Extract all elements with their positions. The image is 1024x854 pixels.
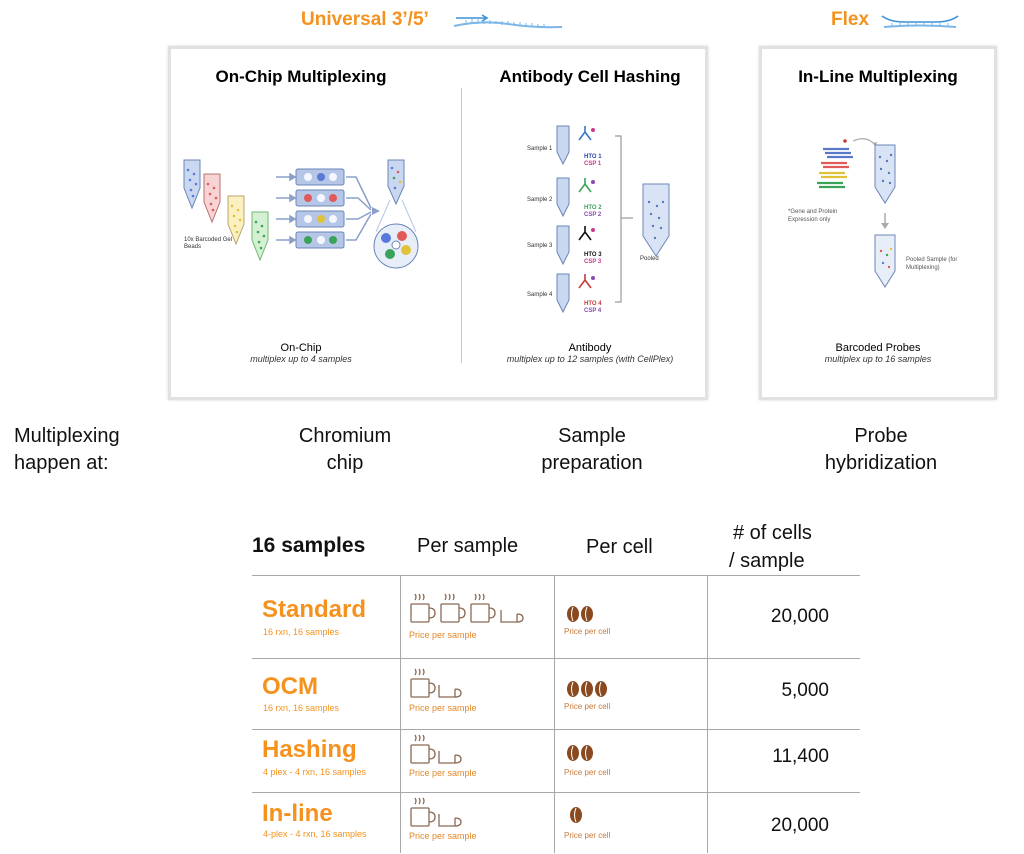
cells-value: 5,000 [781,680,829,701]
hto-label-2: HTO 2 CSP 2 [584,205,602,219]
flex-panel [759,46,997,400]
inline-caption-sub: multiplex up to 16 samples [824,354,932,364]
table-header-per-sample: Per sample [417,535,519,557]
cells-value: 20,000 [770,815,829,836]
row-sub: 16 rxn, 16 samples [263,627,340,637]
hto-text: HTO 2 [584,205,602,211]
stage-line1: Probe [854,425,908,447]
table-col-rule [554,575,555,853]
coffee-beans-icon [568,806,588,824]
row-title-ocm: OCM [262,673,318,700]
price-per-cell-label: Price per cell [564,831,611,840]
probe-pair-icon [880,10,960,32]
hashing-caption: Antibody multiplex up to 12 samples (wit… [470,342,710,364]
hashing-caption-sub: multiplex up to 12 samples (with CellPle… [506,354,674,364]
flex-header: Flex [831,9,870,30]
cells-value: 11,400 [772,746,829,767]
table-rule [252,575,860,576]
csp-text: CSP 2 [584,212,602,218]
csp-text: CSP 3 [584,259,602,265]
hto-text: HTO 1 [584,154,602,160]
coffee-beans-icon [565,744,605,762]
hto-text: HTO 4 [584,301,602,307]
stage-line2: preparation [541,452,643,474]
price-per-sample-label: Price per sample [409,630,477,640]
sample-label: Sample 2 [527,197,553,203]
coffee-beans-icon [565,680,615,698]
on-chip-caption-sub: multiplex up to 4 samples [250,354,352,364]
multiplexing-label-line2: happen at: [14,452,109,474]
table-col-rule [400,575,401,853]
cups-icon [409,794,469,834]
rna-strand-icon [452,10,564,32]
cups-icon [409,590,529,630]
hto-label-4: HTO 4 CSP 4 [584,301,602,315]
row-sub: 4-plex - 4 rxn, 16 samples [263,829,367,839]
stage-line2: chip [326,452,364,474]
panel-divider [461,88,462,363]
table-col-rule [707,575,708,853]
hto-label-3: HTO 3 CSP 3 [584,252,602,266]
hto-label-1: HTO 1 CSP 1 [584,154,602,168]
multiplexing-label-line1: Multiplexing [14,425,120,447]
inline-caption-text: Barcoded Probes [835,342,921,354]
cups-icon [409,731,469,771]
hto-text: HTO 3 [584,252,602,258]
on-chip-caption: On-Chip multiplex up to 4 samples [176,342,426,364]
price-per-sample-label: Price per sample [409,768,477,778]
price-per-sample-label: Price per sample [409,703,477,713]
cells-value: 20,000 [770,606,829,627]
cells-header-line2: / sample [729,550,805,572]
price-per-sample-label: Price per sample [409,831,477,841]
row-title-inline: In-line [262,800,333,827]
table-rule [252,729,860,730]
stage-sample-prep: Sample preparation [507,423,677,477]
row-title-standard: Standard [262,596,367,623]
csp-text: CSP 1 [584,161,602,167]
inline-note: *Gene and Protein Expression only [788,209,838,223]
sample-label: Sample 4 [527,292,553,298]
pooled-label: Pooled [640,256,659,262]
on-chip-title: On-Chip Multiplexing [215,67,387,86]
hashing-diagram [553,122,693,327]
cell-hashing-title: Antibody Cell Hashing [499,67,681,86]
inline-caption: Barcoded Probes multiplex up to 16 sampl… [762,342,994,364]
stage-line1: Chromium [298,425,392,447]
beads-label: 10x Barcoded Gel Beads [184,237,233,250]
cups-icon [409,665,469,705]
price-per-cell-label: Price per cell [564,768,611,777]
hashing-caption-text: Antibody [568,342,612,354]
inline-title: In-Line Multiplexing [798,67,958,86]
csp-text: CSP 4 [584,308,602,314]
table-rule [252,658,860,659]
on-chip-caption-text: On-Chip [280,342,322,354]
sample-label: Sample 1 [527,146,553,152]
stage-probe-hybridization: Probe hybridization [796,423,966,477]
coffee-beans-icon [565,605,605,623]
stage-chromium-chip: Chromium chip [260,423,430,477]
row-sub: 16 rxn, 16 samples [263,703,340,713]
cells-header-line1: # of cells [733,522,812,544]
stage-line2: hybridization [824,452,938,474]
price-per-cell-label: Price per cell [564,627,611,636]
row-sub: 4 plex - 4 rxn, 16 samples [263,767,367,777]
price-per-cell-label: Price per cell [564,702,611,711]
table-header-per-cell: Per cell [586,536,653,558]
universal-header: Universal 3’/5’ [301,9,429,30]
multiplexing-label: Multiplexing happen at: [14,423,120,477]
table-header-samples: 16 samples [252,534,366,557]
inline-diagram [815,135,915,300]
stage-line1: Sample [558,425,626,447]
table-header-cells: # of cells / sample [729,519,812,575]
inline-pooled-label: Pooled Sample (for Multiplexing) [906,257,958,271]
sample-label: Sample 3 [527,243,553,249]
row-title-hashing: Hashing [262,736,357,763]
on-chip-diagram [176,150,446,285]
table-rule [252,792,860,793]
